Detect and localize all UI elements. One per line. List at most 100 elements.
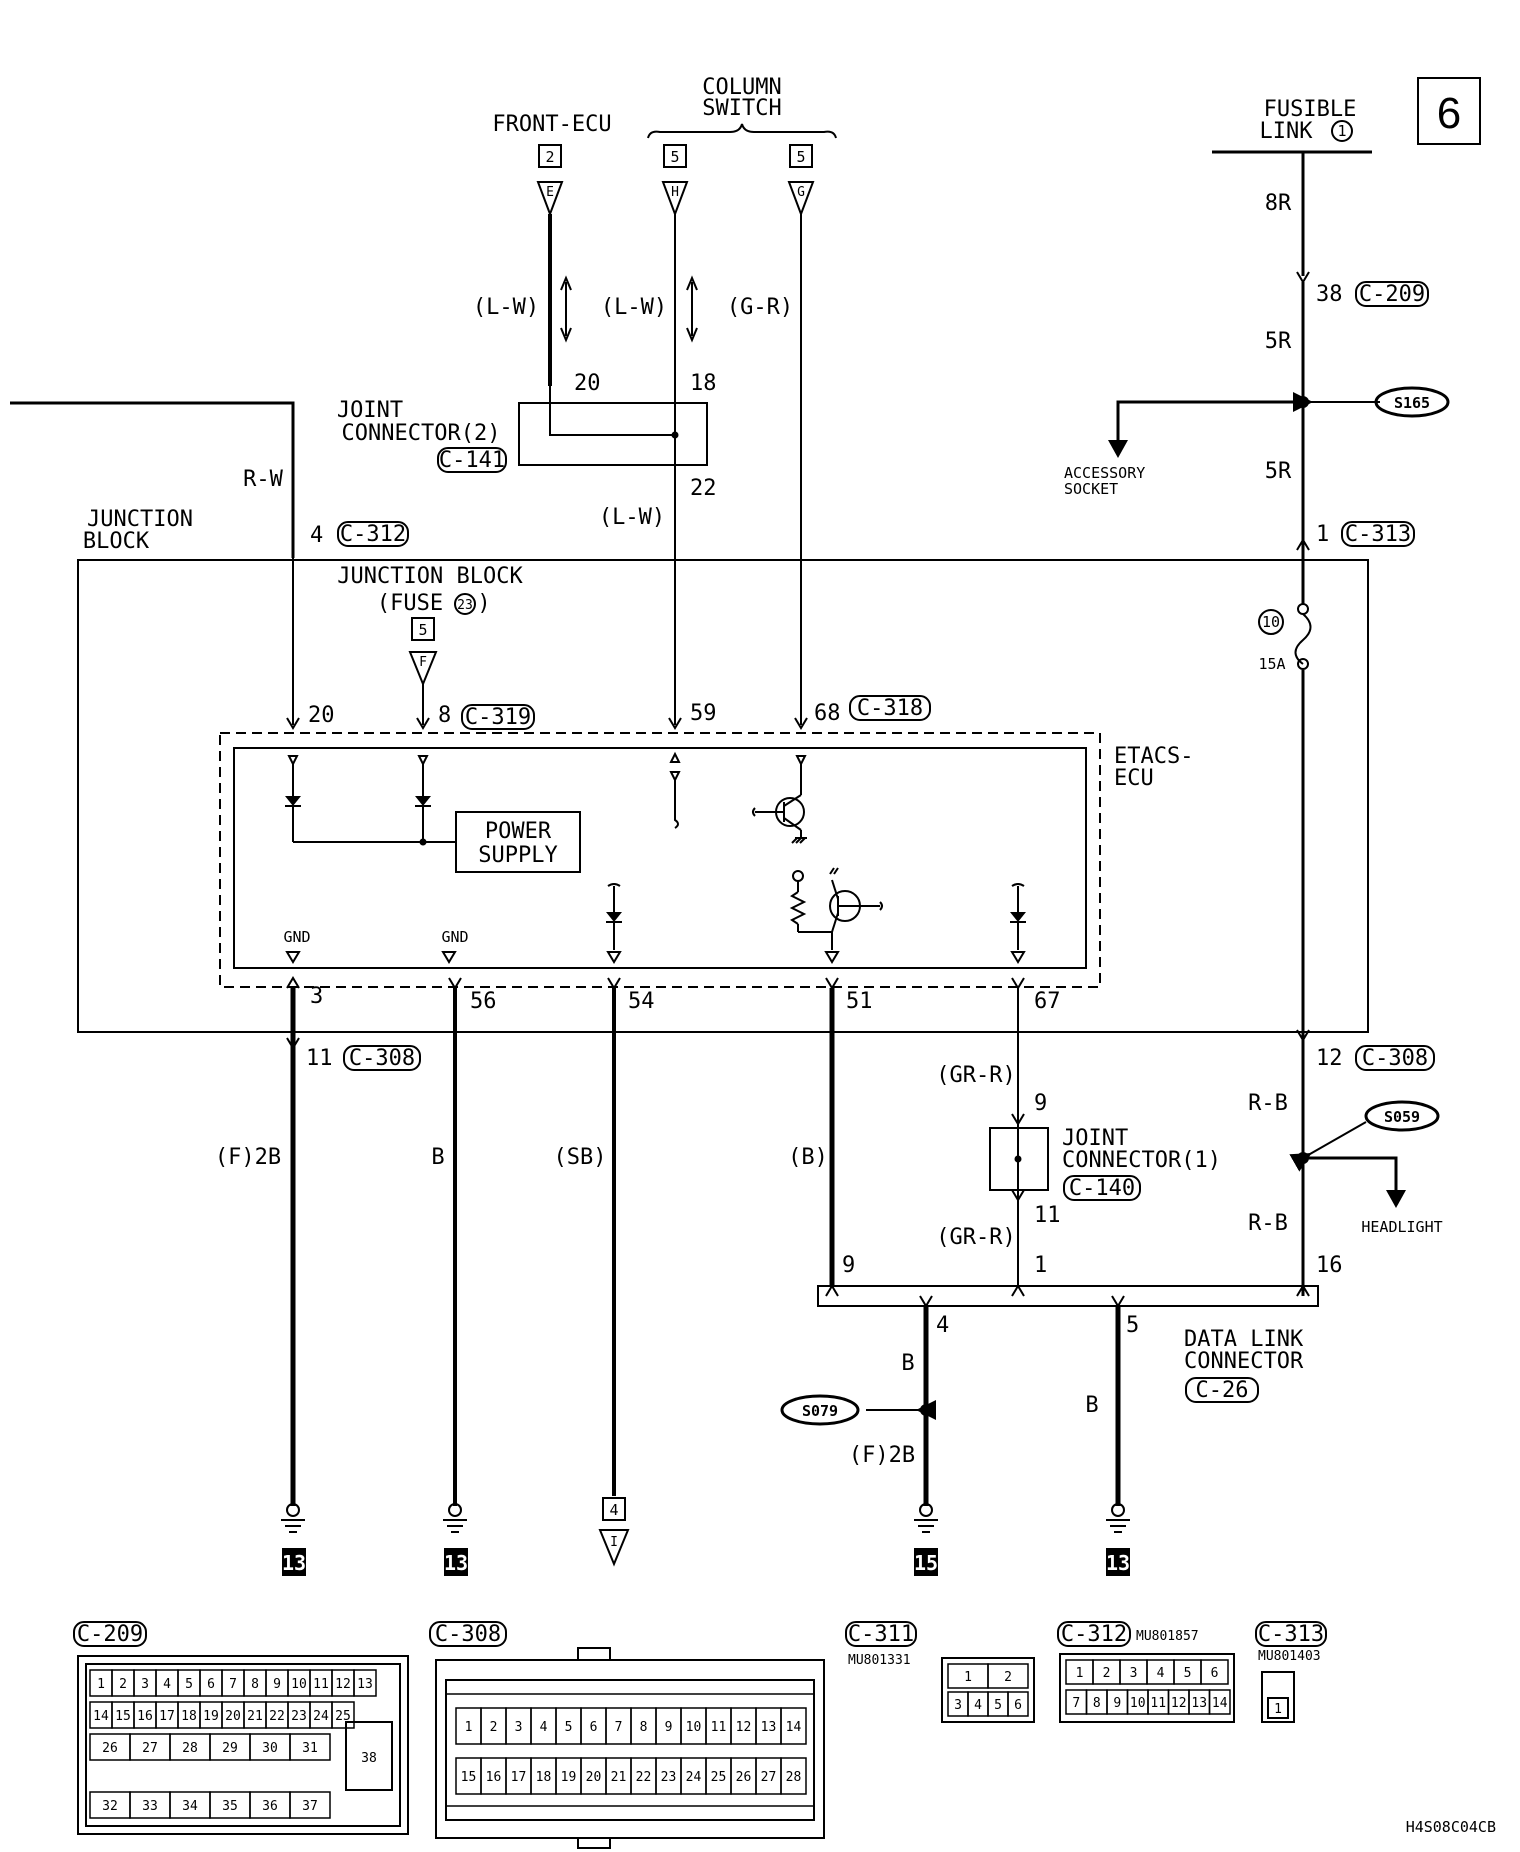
fuse-23-circle <box>454 593 476 615</box>
c209-r1-pin: 10 <box>291 1677 307 1692</box>
pin-67: 67 <box>1034 989 1061 1014</box>
c308-r1-pin: 5 <box>565 1720 573 1735</box>
gnd-label-2: GND <box>441 928 468 946</box>
c209-r4-pin: 33 <box>142 1799 158 1814</box>
ref-terminal-4i <box>598 1497 630 1567</box>
pin-56: 56 <box>470 989 497 1014</box>
c209-r4-pin: 34 <box>182 1799 198 1814</box>
bidir-arrow-2 <box>686 275 698 343</box>
wire-label-b4: B <box>1085 1393 1098 1418</box>
c308-r1-pin: 14 <box>786 1720 802 1735</box>
c209-r1-pin: 3 <box>141 1677 149 1692</box>
c209-inner <box>85 1663 401 1827</box>
c209-r3-pin: 29 <box>222 1741 238 1756</box>
c209-r2-pin: 14 <box>93 1709 109 1724</box>
c311-housing <box>941 1657 1035 1723</box>
column-switch-terminal-g: G <box>797 185 805 200</box>
pin-12: 12 <box>1316 1046 1343 1071</box>
joint1-label-2: CONNECTOR(1) <box>1062 1148 1221 1173</box>
c311-r1-pin: 1 <box>964 1670 972 1685</box>
wire-label-gr: (G-R) <box>727 295 793 320</box>
c209-view-label: C-209 <box>77 1622 143 1647</box>
c209-r2-pin: 25 <box>335 1709 351 1724</box>
c312-r2-pin: 9 <box>1113 1696 1121 1711</box>
c26-badge <box>1185 1377 1259 1403</box>
headlight-label: HEADLIGHT <box>1361 1218 1442 1236</box>
c141-badge <box>437 447 507 473</box>
accessory-label-2: SOCKET <box>1064 480 1118 498</box>
c209-r1-pin: 6 <box>207 1677 215 1692</box>
column-switch-h-terminal: 5 H <box>661 144 689 217</box>
jb-label-2: BLOCK <box>83 529 150 554</box>
ref-box-num: 4 <box>609 1501 618 1519</box>
c312-r1-pin: 2 <box>1103 1666 1111 1681</box>
splice-s079-label: S079 <box>802 1402 838 1420</box>
power-supply-box <box>455 811 581 873</box>
c313-view-label: C-313 <box>1258 1622 1324 1647</box>
c209-r3-cell <box>289 1733 331 1761</box>
c308-r1-pin: 1 <box>465 1720 473 1735</box>
page-number: 6 <box>1437 89 1461 138</box>
wire-label-f2b: (F)2B <box>215 1145 281 1170</box>
s059-leader <box>1289 1121 1367 1172</box>
c308-view-label: C-308 <box>435 1622 501 1647</box>
c311-r2-pin: 6 <box>1014 1698 1022 1713</box>
c209-r1-pin: 5 <box>185 1677 193 1692</box>
jb-label-1: JUNCTION <box>87 507 193 532</box>
arr-20 <box>286 717 300 730</box>
pin-5: 5 <box>1126 1313 1139 1338</box>
pin-1b: 1 <box>1034 1253 1047 1278</box>
c209-r3-pin: 30 <box>262 1741 278 1756</box>
wire-label-grr1: (GR-R) <box>936 1063 1015 1088</box>
c313-badge <box>1341 521 1415 547</box>
accessory-label-1: ACCESSORY <box>1064 464 1145 482</box>
c209-r1-pin: 12 <box>335 1677 351 1692</box>
wire-label-lw3: (L-W) <box>599 505 665 530</box>
c311-r2-cell <box>1007 1691 1029 1717</box>
c209-r2-pin: 18 <box>181 1709 197 1724</box>
wire-label-rw: R-W <box>243 467 283 492</box>
front-ecu-terminal: 2 E <box>536 144 564 217</box>
ground-2-num: 13 <box>444 1551 468 1575</box>
column-switch-box-h: 5 <box>670 148 679 166</box>
arr-59 <box>668 717 682 730</box>
arr-dlc-1 <box>1011 1284 1025 1297</box>
etacs-internals <box>285 751 1026 964</box>
fusible-link-label-2: LINK <box>1260 119 1314 144</box>
pin-59: 59 <box>690 701 717 726</box>
c311-r2-pin: 5 <box>994 1698 1002 1713</box>
wire-headlight <box>1303 1156 1398 1196</box>
wire-rw <box>10 401 295 558</box>
c308-r2-pin: 27 <box>761 1770 777 1785</box>
c311-view-badge <box>845 1621 917 1647</box>
column-switch-brace <box>647 123 837 139</box>
pin-18: 18 <box>690 371 717 396</box>
c312-view-label: C-312 <box>1061 1622 1127 1647</box>
jbf-terminal-letter: F <box>419 655 427 670</box>
wire-label-b3: B <box>901 1351 914 1376</box>
jbf-terminal <box>408 651 438 687</box>
data-link-connector-bar <box>817 1285 1319 1307</box>
c209-r1-pin: 9 <box>273 1677 281 1692</box>
c312-r2-pin: 12 <box>1171 1696 1187 1711</box>
joint1-label-1: JOINT <box>1062 1126 1128 1151</box>
c312-label: C-312 <box>340 522 406 547</box>
wire-label-lw1: (L-W) <box>473 295 539 320</box>
column-switch-terminal-h: H <box>671 185 679 200</box>
c209-r2-pin: 20 <box>225 1709 241 1724</box>
gnd-label-1: GND <box>283 928 310 946</box>
arr-dlc-4 <box>919 1295 933 1308</box>
etacs-label-2: ECU <box>1114 766 1154 791</box>
c209-r1-pin: 13 <box>357 1677 373 1692</box>
c209-r2-pin: 23 <box>291 1709 307 1724</box>
ground-symbol-3 <box>914 1503 938 1576</box>
c308-r2-pin: 23 <box>661 1770 677 1785</box>
c313-part: MU801403 <box>1258 1649 1321 1664</box>
c308-r1-pin: 9 <box>665 1720 673 1735</box>
c319-label: C-319 <box>465 705 531 730</box>
etacs-dashed-box <box>219 732 1101 988</box>
wire-label-lw2: (L-W) <box>601 295 667 320</box>
c312-r1-pin: 4 <box>1157 1666 1165 1681</box>
c312-r2-pin: 8 <box>1093 1696 1101 1711</box>
c312-r2-pin: 14 <box>1212 1696 1228 1711</box>
